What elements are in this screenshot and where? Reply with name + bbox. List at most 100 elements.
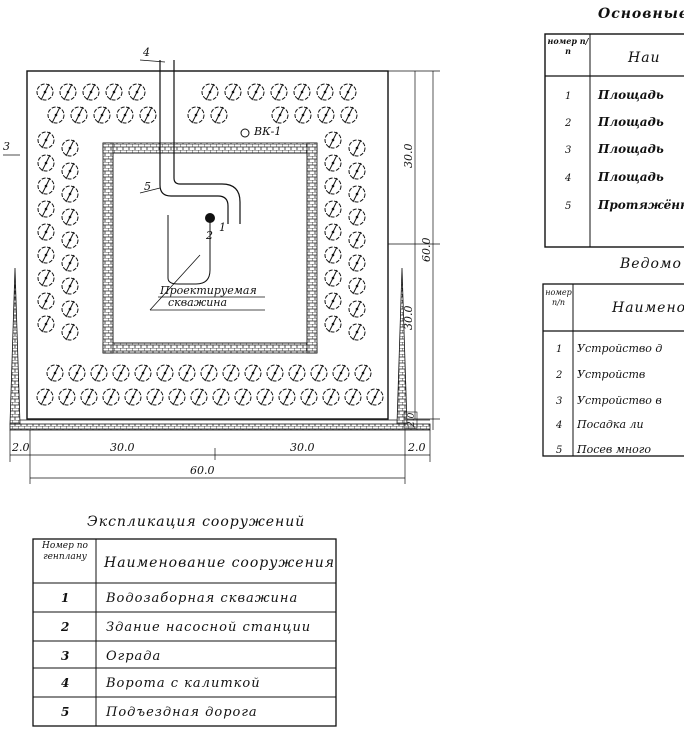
tree-symbol bbox=[324, 131, 342, 149]
tree-symbol bbox=[278, 388, 296, 406]
callout-2: 2 bbox=[205, 229, 213, 242]
tree-symbol bbox=[37, 177, 55, 195]
tree-symbol bbox=[348, 254, 366, 272]
tree-symbol bbox=[93, 106, 111, 124]
works-table-row-no: 4 bbox=[555, 420, 562, 431]
tree-symbol bbox=[70, 106, 88, 124]
tree-symbol bbox=[324, 315, 342, 333]
works-table-row-no: 3 bbox=[556, 396, 562, 407]
tree-symbol bbox=[332, 364, 350, 382]
explication-row-name: Подъездная дорога bbox=[105, 705, 258, 720]
tree-symbol bbox=[46, 364, 64, 382]
tree-symbol bbox=[36, 388, 54, 406]
main-table-row-no: 2 bbox=[564, 118, 571, 129]
tree-symbol bbox=[61, 208, 79, 226]
tree-symbol bbox=[139, 106, 157, 124]
tree-symbol bbox=[187, 106, 205, 124]
dimensions-bottom: 2.0 30.0 30.0 2.0 60.0 bbox=[9, 430, 431, 484]
fence-bottom bbox=[9, 423, 431, 431]
tree-symbol bbox=[234, 388, 252, 406]
dim-2-right: 2.0 bbox=[407, 441, 426, 454]
tree-symbol bbox=[344, 388, 362, 406]
works-table-header-no: номер п/п bbox=[545, 288, 572, 307]
pipeline bbox=[167, 215, 211, 285]
tree-symbol bbox=[102, 388, 120, 406]
tree-symbol bbox=[37, 131, 55, 149]
fence-right-spike bbox=[396, 267, 408, 425]
tree-symbol bbox=[224, 83, 242, 101]
dim-30-lower: 30.0 bbox=[402, 306, 415, 331]
tree-symbol bbox=[68, 364, 86, 382]
tree-symbol bbox=[324, 269, 342, 287]
tree-symbol bbox=[37, 315, 55, 333]
tree-symbol bbox=[37, 223, 55, 241]
tree-symbol bbox=[324, 246, 342, 264]
tree-symbol bbox=[270, 83, 288, 101]
well-vk1-marker bbox=[240, 128, 250, 138]
explication-row-name: Ограда bbox=[106, 649, 161, 664]
tree-symbol bbox=[210, 106, 228, 124]
dimensions-right: 30.0 30.0 60.0 2.0 bbox=[388, 70, 440, 430]
tree-symbol bbox=[128, 83, 146, 101]
tree-symbol bbox=[324, 177, 342, 195]
explication-title: Экспликация сооружений bbox=[87, 514, 305, 530]
tree-symbol bbox=[200, 364, 218, 382]
main-table-header-no: номер п/п bbox=[547, 36, 589, 56]
tree-symbol bbox=[90, 364, 108, 382]
tree-symbol bbox=[37, 200, 55, 218]
tree-symbol bbox=[256, 388, 274, 406]
explication-row-no: 3 bbox=[61, 649, 69, 663]
main-table-row-no: 3 bbox=[565, 145, 571, 156]
tree-symbol bbox=[348, 162, 366, 180]
tree-symbol bbox=[294, 106, 312, 124]
tree-symbol bbox=[61, 300, 79, 318]
tree-symbol bbox=[105, 83, 123, 101]
explication-row-no: 2 bbox=[60, 620, 69, 634]
tree-symbol bbox=[271, 106, 289, 124]
works-table-header-name: Наименов bbox=[611, 300, 684, 316]
tree-symbol bbox=[317, 106, 335, 124]
main-table-title: Основные bbox=[598, 6, 684, 22]
tree-symbol bbox=[324, 200, 342, 218]
works-table-row-no: 2 bbox=[555, 370, 562, 381]
tree-symbol bbox=[348, 231, 366, 249]
tree-symbol bbox=[61, 139, 79, 157]
tree-symbol bbox=[61, 162, 79, 180]
explication-table: Экспликация сооружений Номер по генплану… bbox=[32, 514, 337, 727]
tree-symbol bbox=[61, 231, 79, 249]
tree-symbol bbox=[61, 185, 79, 203]
tree-symbol bbox=[222, 364, 240, 382]
tree-symbol bbox=[324, 292, 342, 310]
tree-symbol bbox=[340, 106, 358, 124]
dim-30-upper: 30.0 bbox=[402, 144, 415, 169]
tree-symbol bbox=[178, 364, 196, 382]
callout-1: 1 bbox=[219, 221, 226, 234]
tree-symbol bbox=[61, 323, 79, 341]
main-table-row-no: 1 bbox=[565, 91, 571, 102]
explication-row-no: 4 bbox=[61, 676, 69, 690]
dim-30-left: 30.0 bbox=[110, 441, 135, 454]
tree-symbol bbox=[190, 388, 208, 406]
tree-symbol bbox=[61, 254, 79, 272]
tree-symbol bbox=[324, 154, 342, 172]
main-table-row-name: Площадь bbox=[597, 170, 664, 184]
main-table-header-name: Наи bbox=[627, 50, 661, 66]
tree-symbol bbox=[61, 277, 79, 295]
tree-symbol bbox=[37, 269, 55, 287]
main-table-row-no: 4 bbox=[564, 173, 571, 184]
works-table-row-name: Устройство в bbox=[577, 394, 662, 407]
main-table-row-no: 5 bbox=[565, 201, 571, 212]
works-table-row-name: Устройств bbox=[577, 368, 645, 381]
callout-5: 5 bbox=[144, 180, 151, 193]
tree-symbol bbox=[168, 388, 186, 406]
inner-zone bbox=[102, 142, 318, 354]
tree-symbol bbox=[37, 154, 55, 172]
site-boundary bbox=[26, 70, 389, 420]
tree-symbol bbox=[47, 106, 65, 124]
works-table-row-no: 5 bbox=[556, 445, 562, 456]
well-marker bbox=[205, 213, 215, 223]
dim-60-horizontal: 60.0 bbox=[190, 464, 215, 477]
